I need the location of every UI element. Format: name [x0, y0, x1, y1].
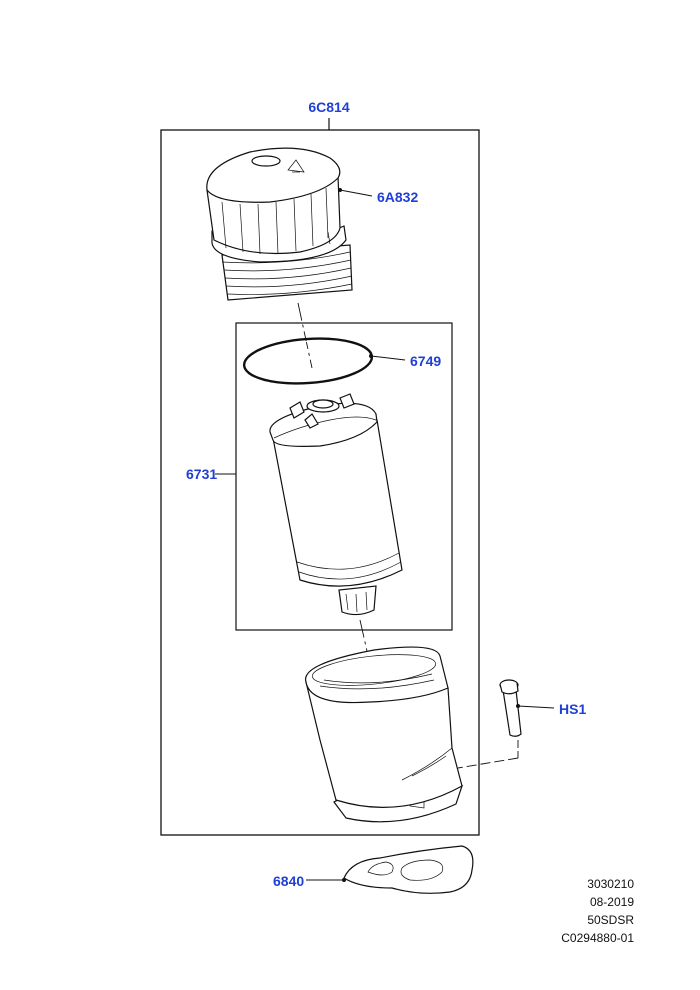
- reference-line-3: 50SDSR: [587, 913, 634, 927]
- o-ring: [242, 337, 374, 385]
- centerline-upper: [297, 302, 313, 369]
- bolt: [499, 679, 522, 737]
- bolt-leader: [517, 705, 555, 709]
- element-box: [235, 322, 453, 631]
- reference-line-1: 3030210: [587, 877, 634, 891]
- gasket: [343, 845, 474, 894]
- callout-gasket[interactable]: 6840: [273, 873, 304, 889]
- bolt-centerline-2: [457, 757, 519, 769]
- cap-leader: [339, 189, 373, 197]
- callout-cap[interactable]: 6A832: [377, 189, 418, 205]
- o-ring-leader-dot: [369, 354, 373, 358]
- filter-housing: [305, 646, 464, 823]
- callout-element[interactable]: 6731: [186, 466, 217, 482]
- reference-line-2: 08-2019: [589, 895, 634, 909]
- cap-leader-dot: [338, 188, 342, 192]
- o-ring-leader: [370, 355, 406, 361]
- filter-element: [269, 393, 403, 616]
- gasket-leader-dot: [342, 878, 346, 882]
- callout-o-ring[interactable]: 6749: [410, 353, 441, 369]
- callout-assembly[interactable]: 6C814: [308, 99, 349, 115]
- callout-bolt[interactable]: HS1: [559, 701, 586, 717]
- reference-line-4: C0294880-01: [561, 931, 634, 945]
- bolt-leader-dot: [516, 704, 520, 708]
- oil-filter-cap: [206, 147, 353, 301]
- assembly-box: [160, 129, 480, 836]
- reference-block: 3030210 08-2019 50SDSR C0294880-01: [561, 875, 634, 947]
